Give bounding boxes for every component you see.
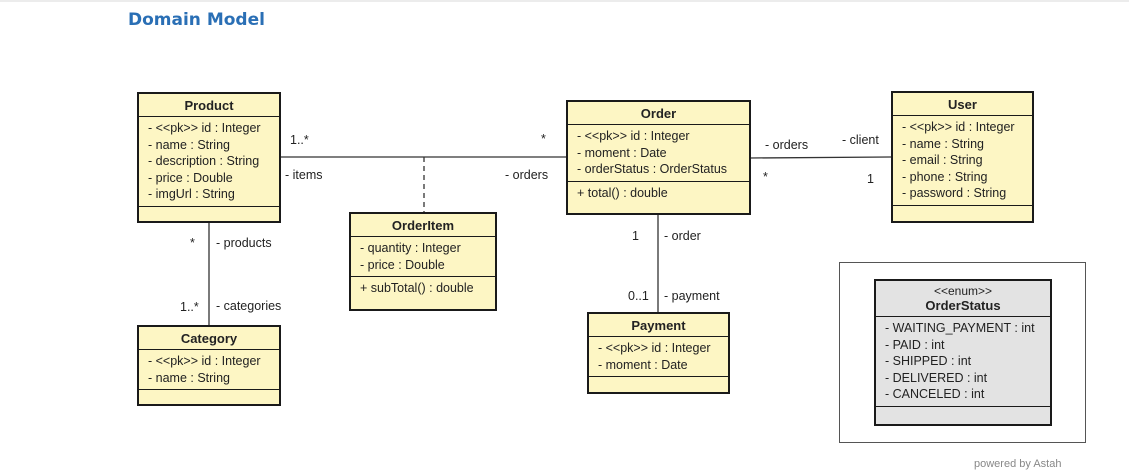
class-order[interactable]: Order - <<pk>> id : Integer - moment : D… <box>566 100 751 215</box>
attributes-section: - <<pk>> id : Integer - name : String - … <box>893 116 1032 206</box>
enum-literal: - WAITING_PAYMENT : int <box>885 321 1035 335</box>
class-category[interactable]: Category - <<pk>> id : Integer - name : … <box>137 325 281 406</box>
operations-section <box>876 407 1050 412</box>
page-title: Domain Model <box>128 10 265 30</box>
attribute: - <<pk>> id : Integer <box>598 341 711 355</box>
literals-section: - WAITING_PAYMENT : int - PAID : int - S… <box>876 317 1050 407</box>
role-label: - payment <box>664 289 720 303</box>
operations-section <box>893 206 1032 211</box>
class-name: Product <box>139 94 279 117</box>
attribute: - orderStatus : OrderStatus <box>577 162 728 176</box>
role-label: - orders <box>505 168 549 182</box>
multiplicity-label: * <box>190 236 195 250</box>
operation: + subTotal() : double <box>360 281 474 295</box>
order-user-association <box>749 156 893 159</box>
attribute: - moment : Date <box>577 145 667 160</box>
attribute: - price : Double <box>360 257 445 272</box>
multiplicity-label: * <box>763 170 768 184</box>
enum-header: <<enum>> OrderStatus <box>876 281 1050 317</box>
operation: + total() : double <box>577 185 668 200</box>
multiplicity-label: 1 <box>632 229 639 243</box>
attributes-section: - <<pk>> id : Integer - name : String <box>139 350 279 390</box>
attribute: - <<pk>> id : Integer <box>148 354 261 368</box>
attribute: - name : String <box>148 137 230 152</box>
attribute: - phone : String <box>902 169 988 184</box>
class-product[interactable]: Product - <<pk>> id : Integer - name : S… <box>137 92 281 223</box>
attribute: - <<pk>> id : Integer <box>148 121 261 135</box>
operations-section: + total() : double <box>568 182 749 205</box>
operations-section: + subTotal() : double <box>351 277 495 300</box>
role-label: - categories <box>216 299 282 313</box>
enum-orderstatus[interactable]: <<enum>> OrderStatus - WAITING_PAYMENT :… <box>874 279 1052 426</box>
operations-section <box>139 390 279 395</box>
attributes-section: - quantity : Integer - price : Double <box>351 237 495 277</box>
enum-literal: - DELIVERED : int <box>885 370 988 385</box>
attribute: - password : String <box>902 186 1007 200</box>
class-name: Order <box>568 102 749 125</box>
attributes-section: - <<pk>> id : Integer - name : String - … <box>139 117 279 207</box>
attribute: - name : String <box>902 136 984 151</box>
enum-frame <box>839 262 1086 443</box>
multiplicity-label: 1 <box>867 172 874 186</box>
attribute: - price : Double <box>148 170 233 185</box>
role-label: - orders <box>765 138 809 152</box>
class-name: OrderStatus <box>925 298 1001 313</box>
astah-watermark: powered by Astah <box>974 458 1062 470</box>
class-name: Payment <box>589 314 728 337</box>
attribute: - imgUrl : String <box>148 187 235 201</box>
class-name: User <box>893 93 1032 116</box>
multiplicity-label: 0..1 <box>628 289 649 303</box>
attribute: - email : String <box>902 153 983 167</box>
enum-literal: - CANCELED : int <box>885 387 985 401</box>
role-label: - products <box>216 236 272 250</box>
multiplicity-label: 1..* <box>290 133 309 147</box>
enum-stereotype: <<enum>> <box>933 284 993 298</box>
class-payment[interactable]: Payment - <<pk>> id : Integer - moment :… <box>587 312 730 394</box>
class-user[interactable]: User - <<pk>> id : Integer - name : Stri… <box>891 91 1034 223</box>
enum-literal: - PAID : int <box>885 337 945 352</box>
role-label: - client <box>842 133 879 147</box>
attributes-section: - <<pk>> id : Integer - moment : Date <box>589 337 728 377</box>
class-name: OrderItem <box>351 214 495 237</box>
role-label: - order <box>664 229 701 243</box>
operations-section <box>589 377 728 382</box>
attribute: - name : String <box>148 370 230 385</box>
attribute: - <<pk>> id : Integer <box>577 129 690 143</box>
attribute: - description : String <box>148 154 260 168</box>
attributes-section: - <<pk>> id : Integer - moment : Date - … <box>568 125 749 182</box>
multiplicity-label: 1..* <box>180 300 199 314</box>
operations-section <box>139 207 279 212</box>
role-label: - items <box>285 168 323 182</box>
enum-literal: - SHIPPED : int <box>885 354 972 368</box>
multiplicity-label: * <box>541 132 546 146</box>
class-name: Category <box>139 327 279 350</box>
attribute: - moment : Date <box>598 357 688 372</box>
attribute: - quantity : Integer <box>360 241 461 255</box>
top-divider <box>0 0 1129 2</box>
class-orderitem[interactable]: OrderItem - quantity : Integer - price :… <box>349 212 497 311</box>
attribute: - <<pk>> id : Integer <box>902 120 1015 134</box>
